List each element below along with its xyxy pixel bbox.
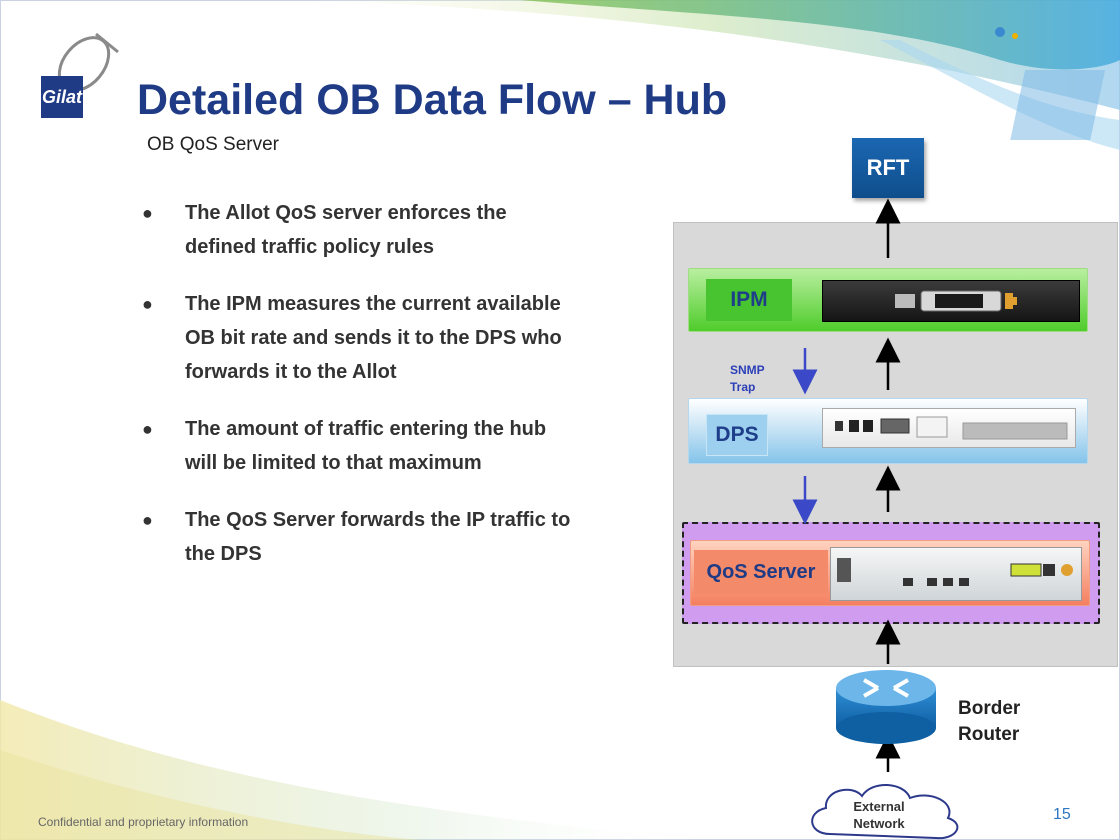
bullet-marker: ● xyxy=(142,203,153,223)
bullet-text: forwards it to the Allot xyxy=(185,361,397,383)
bullet-text: The IPM measures the current available xyxy=(185,293,561,315)
bullet-marker: ● xyxy=(142,294,153,314)
rft-box: RFT xyxy=(852,138,924,198)
logo-text: Gilat xyxy=(41,76,83,118)
decorative-top-swoosh xyxy=(300,0,1120,150)
router-label-line: Border xyxy=(958,698,1021,719)
qos-server-device-image xyxy=(830,547,1082,601)
bullet-text: will be limited to that maximum xyxy=(185,452,482,474)
bullet-text: The amount of traffic entering the hub xyxy=(185,418,547,440)
bullet-item: ● The Allot QoS server enforces the defi… xyxy=(140,196,680,264)
gilat-logo: Gilat xyxy=(36,24,126,134)
footer-confidential: Confidential and proprietary information xyxy=(38,815,249,829)
ipm-label: IPM xyxy=(706,279,792,321)
page-number: 15 xyxy=(1053,806,1071,823)
external-network-label: External Network xyxy=(815,798,943,832)
bullet-text: The Allot QoS server enforces the xyxy=(185,202,507,224)
decorative-bottom-swoosh xyxy=(0,700,700,840)
bullet-list: ● The Allot QoS server enforces the defi… xyxy=(140,196,680,594)
bullet-text: the DPS xyxy=(185,543,262,565)
bullet-text: defined traffic policy rules xyxy=(185,236,434,258)
bullet-text: The QoS Server forwards the IP traffic t… xyxy=(185,509,571,531)
qos-server-label: QoS Server xyxy=(694,550,828,594)
ipm-device-image xyxy=(822,280,1080,322)
border-router-label: Border Router xyxy=(958,696,1020,748)
bullet-item: ● The amount of traffic entering the hub… xyxy=(140,412,680,480)
bullet-item: ● The QoS Server forwards the IP traffic… xyxy=(140,503,680,571)
snmp-trap-label: SNMP Trap xyxy=(730,362,765,396)
snmp-label-line: Trap xyxy=(730,380,756,394)
bullet-text: OB bit rate and sends it to the DPS who xyxy=(185,327,562,349)
bullet-item: ● The IPM measures the current available… xyxy=(140,287,680,389)
cloud-icon xyxy=(811,783,959,840)
dps-label: DPS xyxy=(706,414,768,456)
snmp-label-line: SNMP xyxy=(730,363,765,377)
page-subtitle: OB QoS Server xyxy=(147,134,279,155)
router-label-line: Router xyxy=(958,724,1020,745)
bullet-marker: ● xyxy=(142,419,153,439)
router-icon xyxy=(836,670,936,744)
network-label-line: External xyxy=(853,799,905,814)
page-title: Detailed OB Data Flow – Hub xyxy=(137,76,728,124)
bullet-marker: ● xyxy=(142,510,153,530)
network-label-line: Network xyxy=(853,816,905,831)
dps-device-image xyxy=(822,408,1076,448)
